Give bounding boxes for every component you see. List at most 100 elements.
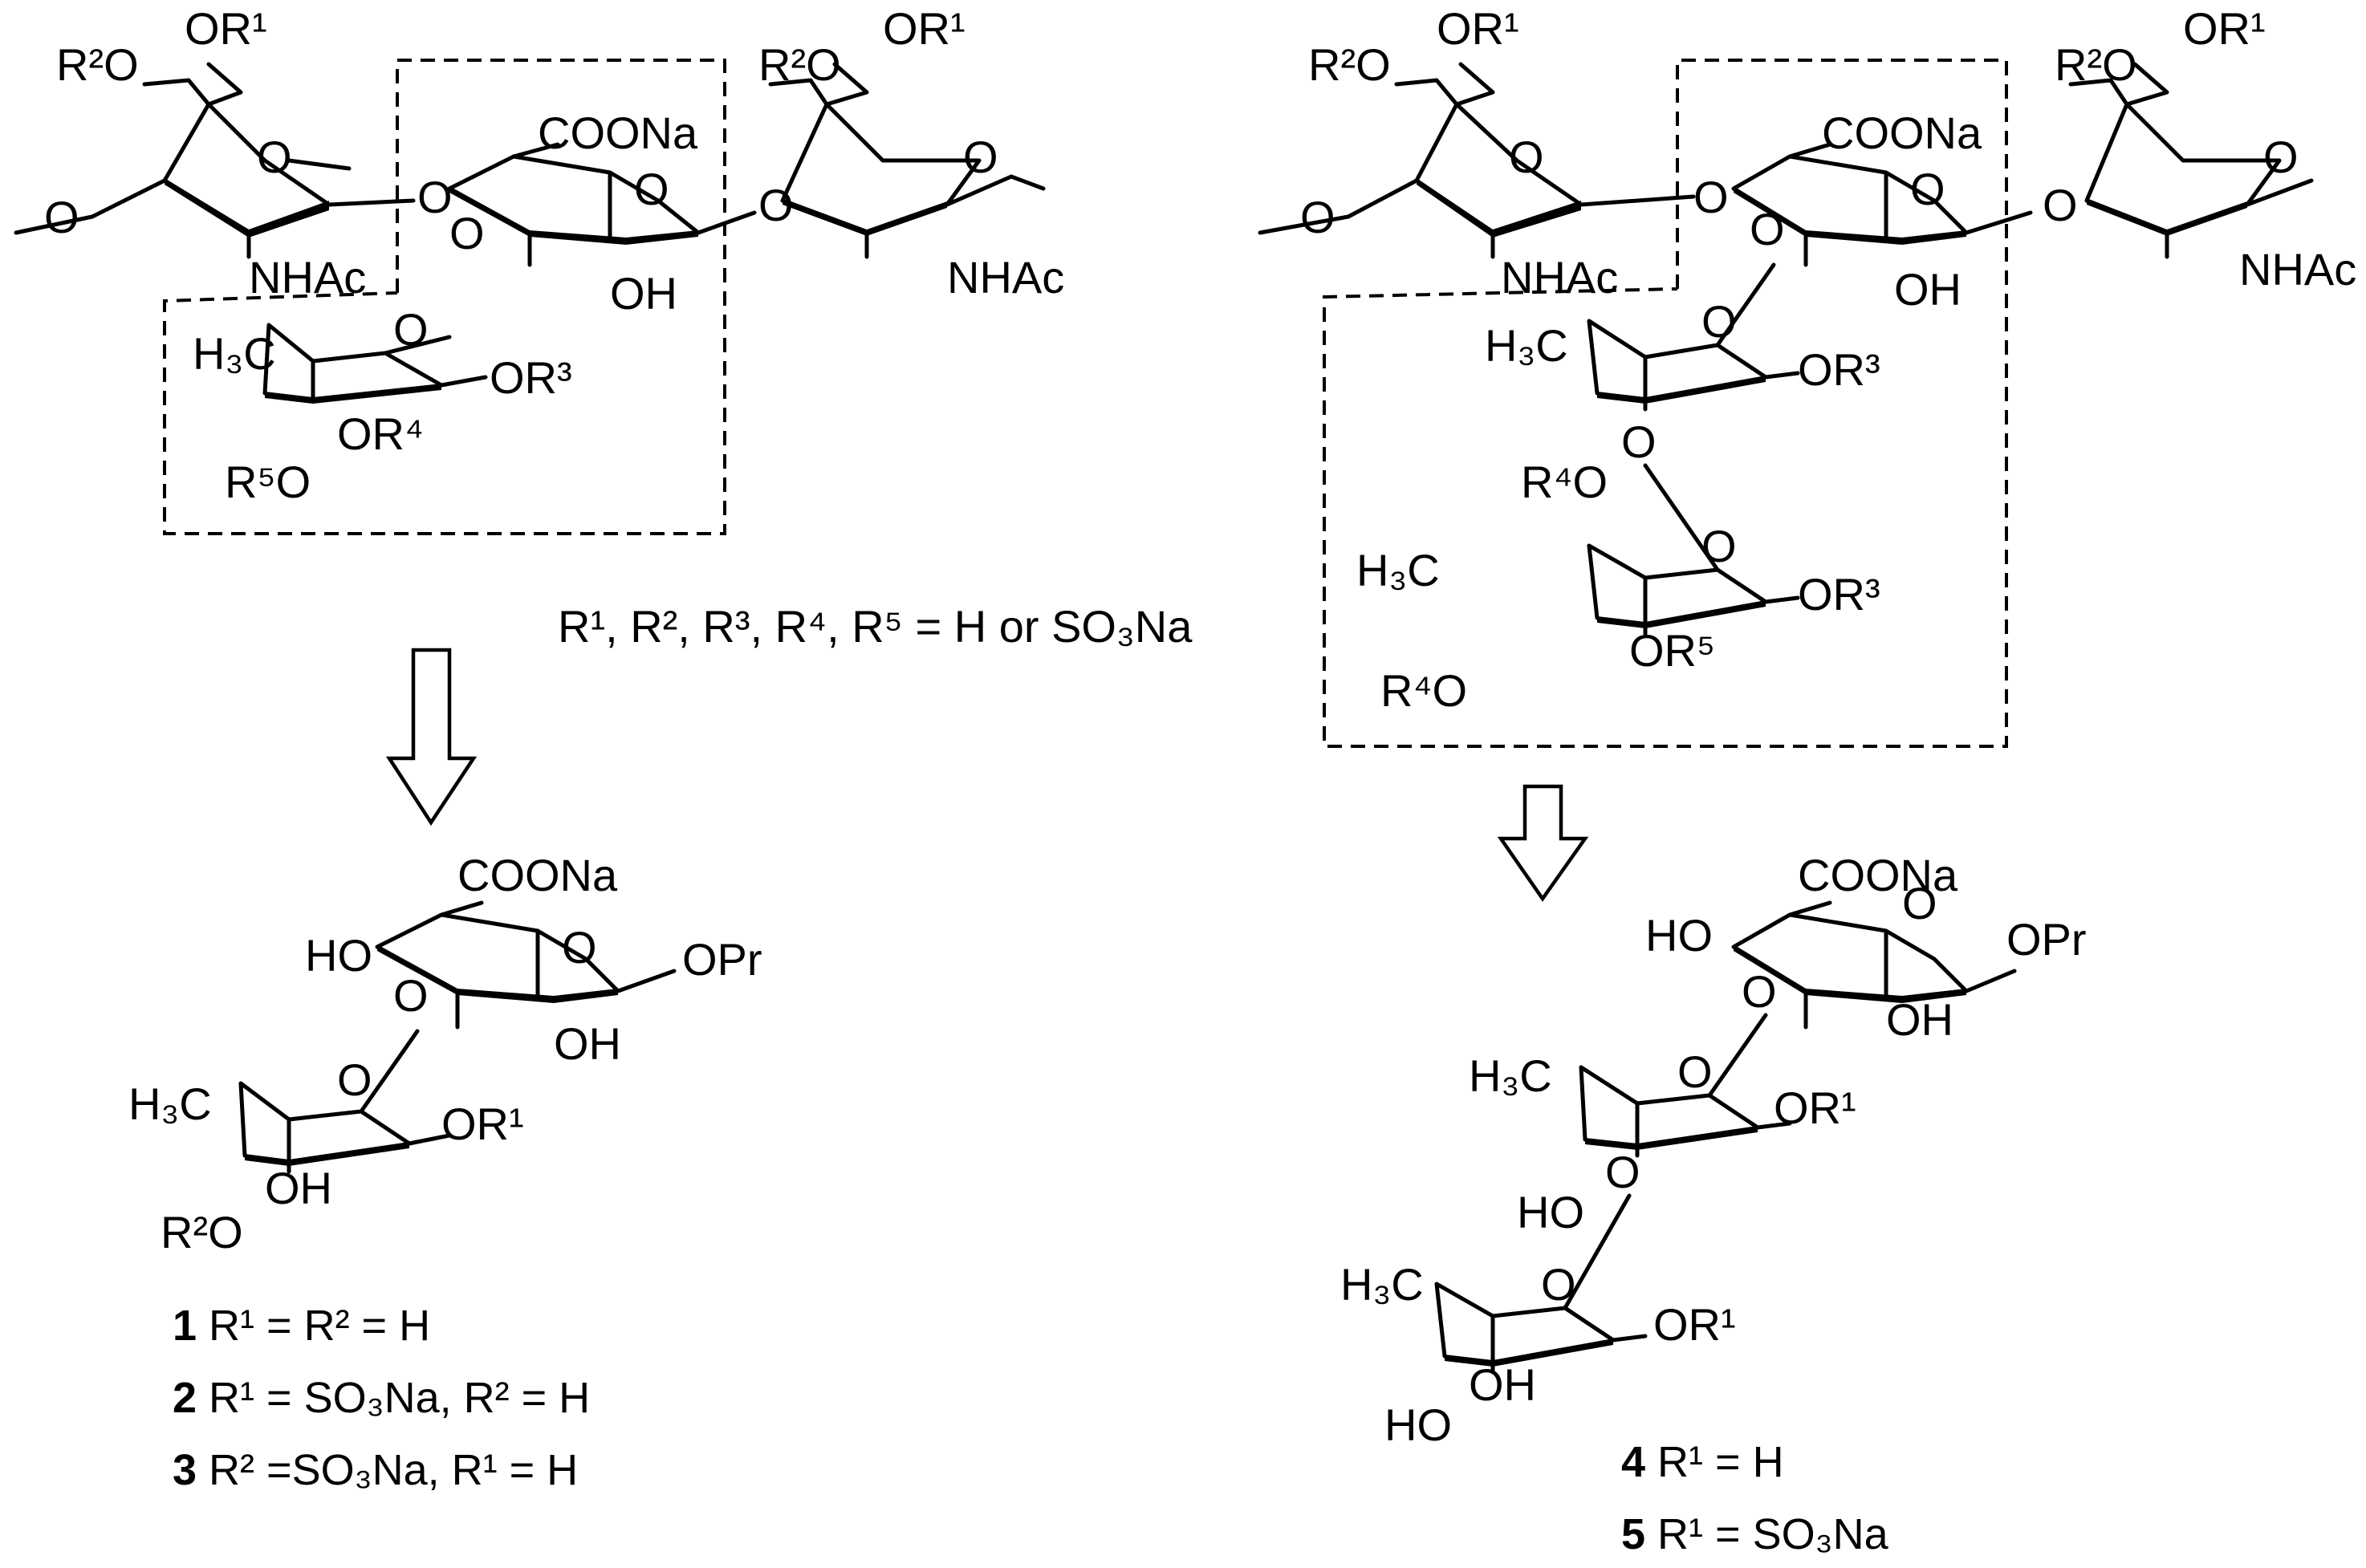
r-ring-o: O xyxy=(1509,132,1544,182)
ring-o2: O xyxy=(634,164,669,214)
r-r2o-label-2: R²O xyxy=(2055,39,2137,90)
r-ring-o2: O xyxy=(1910,164,1945,214)
c45-or1: OR¹ xyxy=(1774,1083,1856,1133)
nhac-label: NHAc xyxy=(249,252,366,303)
r-galnac2-front xyxy=(2087,198,2247,236)
r-linker-o: O xyxy=(1693,172,1729,222)
chain-o: O xyxy=(44,192,79,242)
c45-glca-ring xyxy=(1731,900,2017,1030)
r-h3c-label-2: H₃C xyxy=(1356,545,1440,595)
r-chain-o: O xyxy=(1300,192,1335,242)
c45-or1-2: OR¹ xyxy=(1653,1299,1736,1350)
c45-oh: OH xyxy=(1886,994,1953,1045)
h3c-label: H₃C xyxy=(193,328,276,379)
r-or1-label-2: OR¹ xyxy=(2183,3,2266,54)
nhac-label-2: NHAc xyxy=(947,252,1064,303)
c45-fuc2-ring xyxy=(1434,1193,1648,1375)
c45-oh2: OH xyxy=(1469,1359,1536,1410)
coona-label: COONa xyxy=(538,108,698,158)
r-r2o-label: R²O xyxy=(1308,39,1391,90)
r-link-o-fuc: O xyxy=(1750,204,1785,254)
c13-or1: OR¹ xyxy=(441,1099,524,1149)
c13-ring-o: O xyxy=(562,922,597,973)
c13-glca-front xyxy=(377,944,618,1003)
oh-label: OH xyxy=(610,268,677,319)
c45-ring-o2: O xyxy=(1677,1046,1713,1097)
r2o-label-2: R²O xyxy=(758,39,841,90)
ring-o: O xyxy=(257,132,292,182)
r-fuc2-front xyxy=(1597,600,1766,628)
galnac2-ring-front xyxy=(783,198,947,236)
r-r4o-label: R⁴O xyxy=(1521,457,1608,507)
compound-2-label: 2 R¹ = SO₃Na, R² = H xyxy=(173,1374,590,1422)
fucose-ring-front xyxy=(265,384,441,404)
or3-label: OR³ xyxy=(490,352,572,403)
dashed-box-top-left xyxy=(163,59,726,535)
c45-ring-o: O xyxy=(1902,878,1937,928)
galnac-ring-front xyxy=(165,178,329,238)
compound-1-3-labels: 1 R¹ = R² = H 2 R¹ = SO₃Na, R² = H 3 R² … xyxy=(173,1302,590,1494)
r-fuc1-ring-bonds xyxy=(1587,262,1800,412)
r-fuc2-ring-bonds xyxy=(1587,463,1800,636)
r2o-label: R²O xyxy=(56,39,139,90)
c45-fuc2-front xyxy=(1445,1338,1613,1367)
ring-o3: O xyxy=(393,304,429,355)
r5o-label: R⁵O xyxy=(225,457,311,507)
r-galnac-ring-bonds xyxy=(1258,62,1696,259)
r-fuc1-front xyxy=(1597,376,1766,404)
retro-arrow-right xyxy=(1497,784,1589,902)
right-polymer-repeat-unit: OR¹ R²O O O O NHAc COONa O OH O H₃C O OR… xyxy=(1258,3,2356,748)
r-h3c-label: H₃C xyxy=(1485,320,1568,371)
left-polymer-repeat-unit: OR¹ R²O O O O NHAc COONa O OH O H₃C O OR… xyxy=(14,3,1064,535)
r-or5-label: OR⁵ xyxy=(1629,625,1715,676)
c45-h3c-2: H₃C xyxy=(1340,1259,1424,1310)
c45-ho3: HO xyxy=(1384,1399,1452,1450)
glca-substituent-bonds xyxy=(511,142,757,267)
retro-arrow-left xyxy=(385,648,478,827)
c13-ho: HO xyxy=(305,930,372,981)
r-glca-front xyxy=(1734,186,1966,245)
c45-fuc1-ring xyxy=(1579,1013,1792,1158)
c13-oh: OH xyxy=(554,1018,621,1069)
c13-fuc-ring xyxy=(238,1029,452,1174)
c45-ho2: HO xyxy=(1517,1187,1584,1237)
c45-coona: COONa xyxy=(1798,850,1958,900)
r-link-o-fuc2: O xyxy=(1621,416,1657,467)
c13-h3c: H₃C xyxy=(128,1079,212,1129)
c13-ring-o2: O xyxy=(337,1054,372,1105)
or1-label: OR¹ xyxy=(185,3,267,54)
compound-1-3-structure: COONa HO O OPr OH O H₃C O OR¹ OH R²O xyxy=(128,850,762,1257)
c13-link-o: O xyxy=(393,970,429,1021)
c45-h3c: H₃C xyxy=(1469,1050,1552,1101)
glca-ring-front xyxy=(449,186,698,245)
c13-oh2: OH xyxy=(265,1163,332,1213)
linker-o: O xyxy=(417,172,453,222)
compound-1-label: 1 R¹ = R² = H xyxy=(173,1302,430,1350)
r-or1-label: OR¹ xyxy=(1437,3,1519,54)
r-nhac-label-2: NHAc xyxy=(2239,244,2356,295)
c45-fuc1-front xyxy=(1585,1126,1758,1150)
c45-glca-front xyxy=(1734,944,1966,1003)
c13-fuc-front xyxy=(245,1142,409,1166)
or1-label-2: OR¹ xyxy=(883,3,966,54)
c13-coona: COONa xyxy=(457,850,618,900)
substituent-definition: R¹, R², R³, R⁴, R⁵ = H or SO₃Na xyxy=(558,601,1193,652)
r-or3-label: OR³ xyxy=(1798,344,1880,395)
fucose-ring-bonds xyxy=(262,323,488,404)
r-r4o-label-2: R⁴O xyxy=(1380,665,1467,716)
r-oh-label: OH xyxy=(1894,264,1962,315)
or4-label: OR⁴ xyxy=(337,408,424,459)
compound-4-5-structure: COONa HO O OPr OH O H₃C O OR¹ O HO H₃C O… xyxy=(1340,850,2087,1450)
c45-ring-o3: O xyxy=(1541,1259,1576,1310)
compound-3-label: 3 R² =SO₃Na, R¹ = H xyxy=(173,1446,578,1494)
r-ring-o4: O xyxy=(1701,521,1737,571)
r-ring-o5: O xyxy=(2263,132,2299,182)
compound-4-label: 4 R¹ = H xyxy=(1621,1438,1784,1486)
dashed-box-top-right xyxy=(1323,59,2008,748)
galnac2-substituent-bonds xyxy=(768,62,1046,191)
c45-link-o: O xyxy=(1742,966,1777,1017)
r-coona-label: COONa xyxy=(1822,108,1982,158)
r-link-o2: O xyxy=(2043,180,2078,230)
ring-o4: O xyxy=(963,132,998,182)
